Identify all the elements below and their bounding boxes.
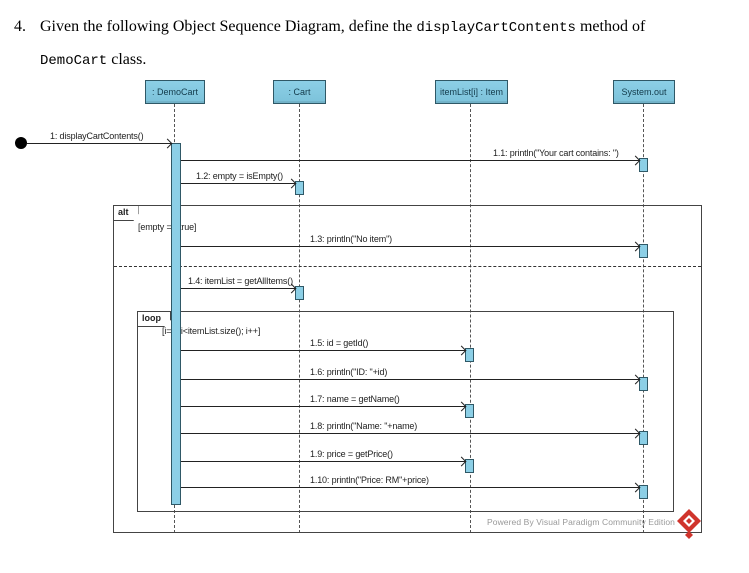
message-arrow-line <box>181 241 641 252</box>
loop-frame-label: loop <box>137 311 171 327</box>
message-arrow-line <box>181 456 467 467</box>
message-label: 1.5: id = getId() <box>310 338 369 348</box>
message-1: 1: displayCartContents() <box>27 130 173 149</box>
question-number: 4. <box>14 18 26 35</box>
question-text: Given the following Object Sequence Diag… <box>40 18 417 35</box>
activation-systemout-5 <box>639 485 648 499</box>
lifeline-itemlist <box>470 104 471 533</box>
message-1.1: 1.1: println("Your cart contains: ") <box>181 147 641 166</box>
loop-guard-condition: [i=0; i<itemList.size(); i++] <box>162 326 261 336</box>
alt-frame-label: alt <box>113 205 139 221</box>
lifeline-head-itemlist: itemList[i] : Item <box>435 80 508 104</box>
message-1.8: 1.8: println("Name: "+name) <box>181 420 641 439</box>
lifeline-cart <box>299 104 300 533</box>
lifeline-systemout <box>643 104 644 533</box>
message-label: 1.7: name = getName() <box>310 394 400 404</box>
loop-frame: loop <box>137 311 674 512</box>
message-label: 1: displayCartContents() <box>50 131 144 141</box>
activation-itemlist-getprice <box>465 459 474 473</box>
activation-cart-getallitems <box>295 286 304 300</box>
message-arrow-line <box>181 345 467 356</box>
activation-systemout-4 <box>639 431 648 445</box>
method-name-code: displayCartContents <box>416 20 576 36</box>
message-arrow-line <box>181 401 467 412</box>
message-1.2: 1.2: empty = isEmpty() <box>181 170 297 189</box>
message-1.10: 1.10: println("Price: RM"+price) <box>181 474 641 493</box>
message-label: 1.4: itemList = getAllItems() <box>188 276 293 286</box>
question-text-tail: method of <box>575 18 646 35</box>
message-arrow-line <box>181 283 297 294</box>
message-arrow-line <box>27 138 173 149</box>
visual-paradigm-logo-icon <box>676 508 702 539</box>
found-message-circle-icon <box>15 137 27 149</box>
activation-itemlist-getname <box>465 404 474 418</box>
message-label: 1.6: println("ID: "+id) <box>310 367 388 377</box>
lifeline-head-cart: : Cart <box>273 80 326 104</box>
activation-systemout-1 <box>639 158 648 172</box>
message-label: 1.10: println("Price: RM"+price) <box>310 475 429 485</box>
activation-systemout-3 <box>639 377 648 391</box>
message-label: 1.3: println("No item") <box>310 234 392 244</box>
message-1.9: 1.9: price = getPrice() <box>181 448 467 467</box>
question-line-1: Given the following Object Sequence Diag… <box>40 18 645 36</box>
logo-diamond-inner <box>686 518 692 524</box>
message-1.7: 1.7: name = getName() <box>181 393 467 412</box>
message-arrow-line <box>181 374 641 385</box>
activation-democart <box>171 143 181 505</box>
powered-by-text: Powered By Visual Paradigm Community Edi… <box>486 517 675 527</box>
activation-cart-isempty <box>295 181 304 195</box>
lifeline-head-democart: : DemoCart <box>145 80 205 104</box>
alt-else-divider <box>114 266 701 267</box>
message-arrow-line <box>181 482 641 493</box>
message-label: 1.9: price = getPrice() <box>310 449 393 459</box>
message-1.6: 1.6: println("ID: "+id) <box>181 366 641 385</box>
alt-guard-condition: [empty == true] <box>138 222 197 232</box>
message-label: 1.2: empty = isEmpty() <box>196 171 283 181</box>
question-line2-tail: class. <box>107 51 147 68</box>
message-label: 1.1: println("Your cart contains: ") <box>493 148 619 158</box>
alt-frame: alt <box>113 205 702 533</box>
question-line-2: DemoCart class. <box>40 51 146 69</box>
message-1.5: 1.5: id = getId() <box>181 337 467 356</box>
message-arrow-line <box>181 428 641 439</box>
message-arrow-line <box>181 178 297 189</box>
message-1.4: 1.4: itemList = getAllItems() <box>181 275 297 294</box>
logo-diamond-tail <box>685 531 693 539</box>
class-name-code: DemoCart <box>40 53 108 69</box>
activation-systemout-2 <box>639 244 648 258</box>
message-1.3: 1.3: println("No item") <box>181 233 641 252</box>
lifeline-head-systemout: System.out <box>613 80 675 104</box>
activation-itemlist-getid <box>465 348 474 362</box>
message-arrow-line <box>181 155 641 166</box>
message-label: 1.8: println("Name: "+name) <box>310 421 418 431</box>
